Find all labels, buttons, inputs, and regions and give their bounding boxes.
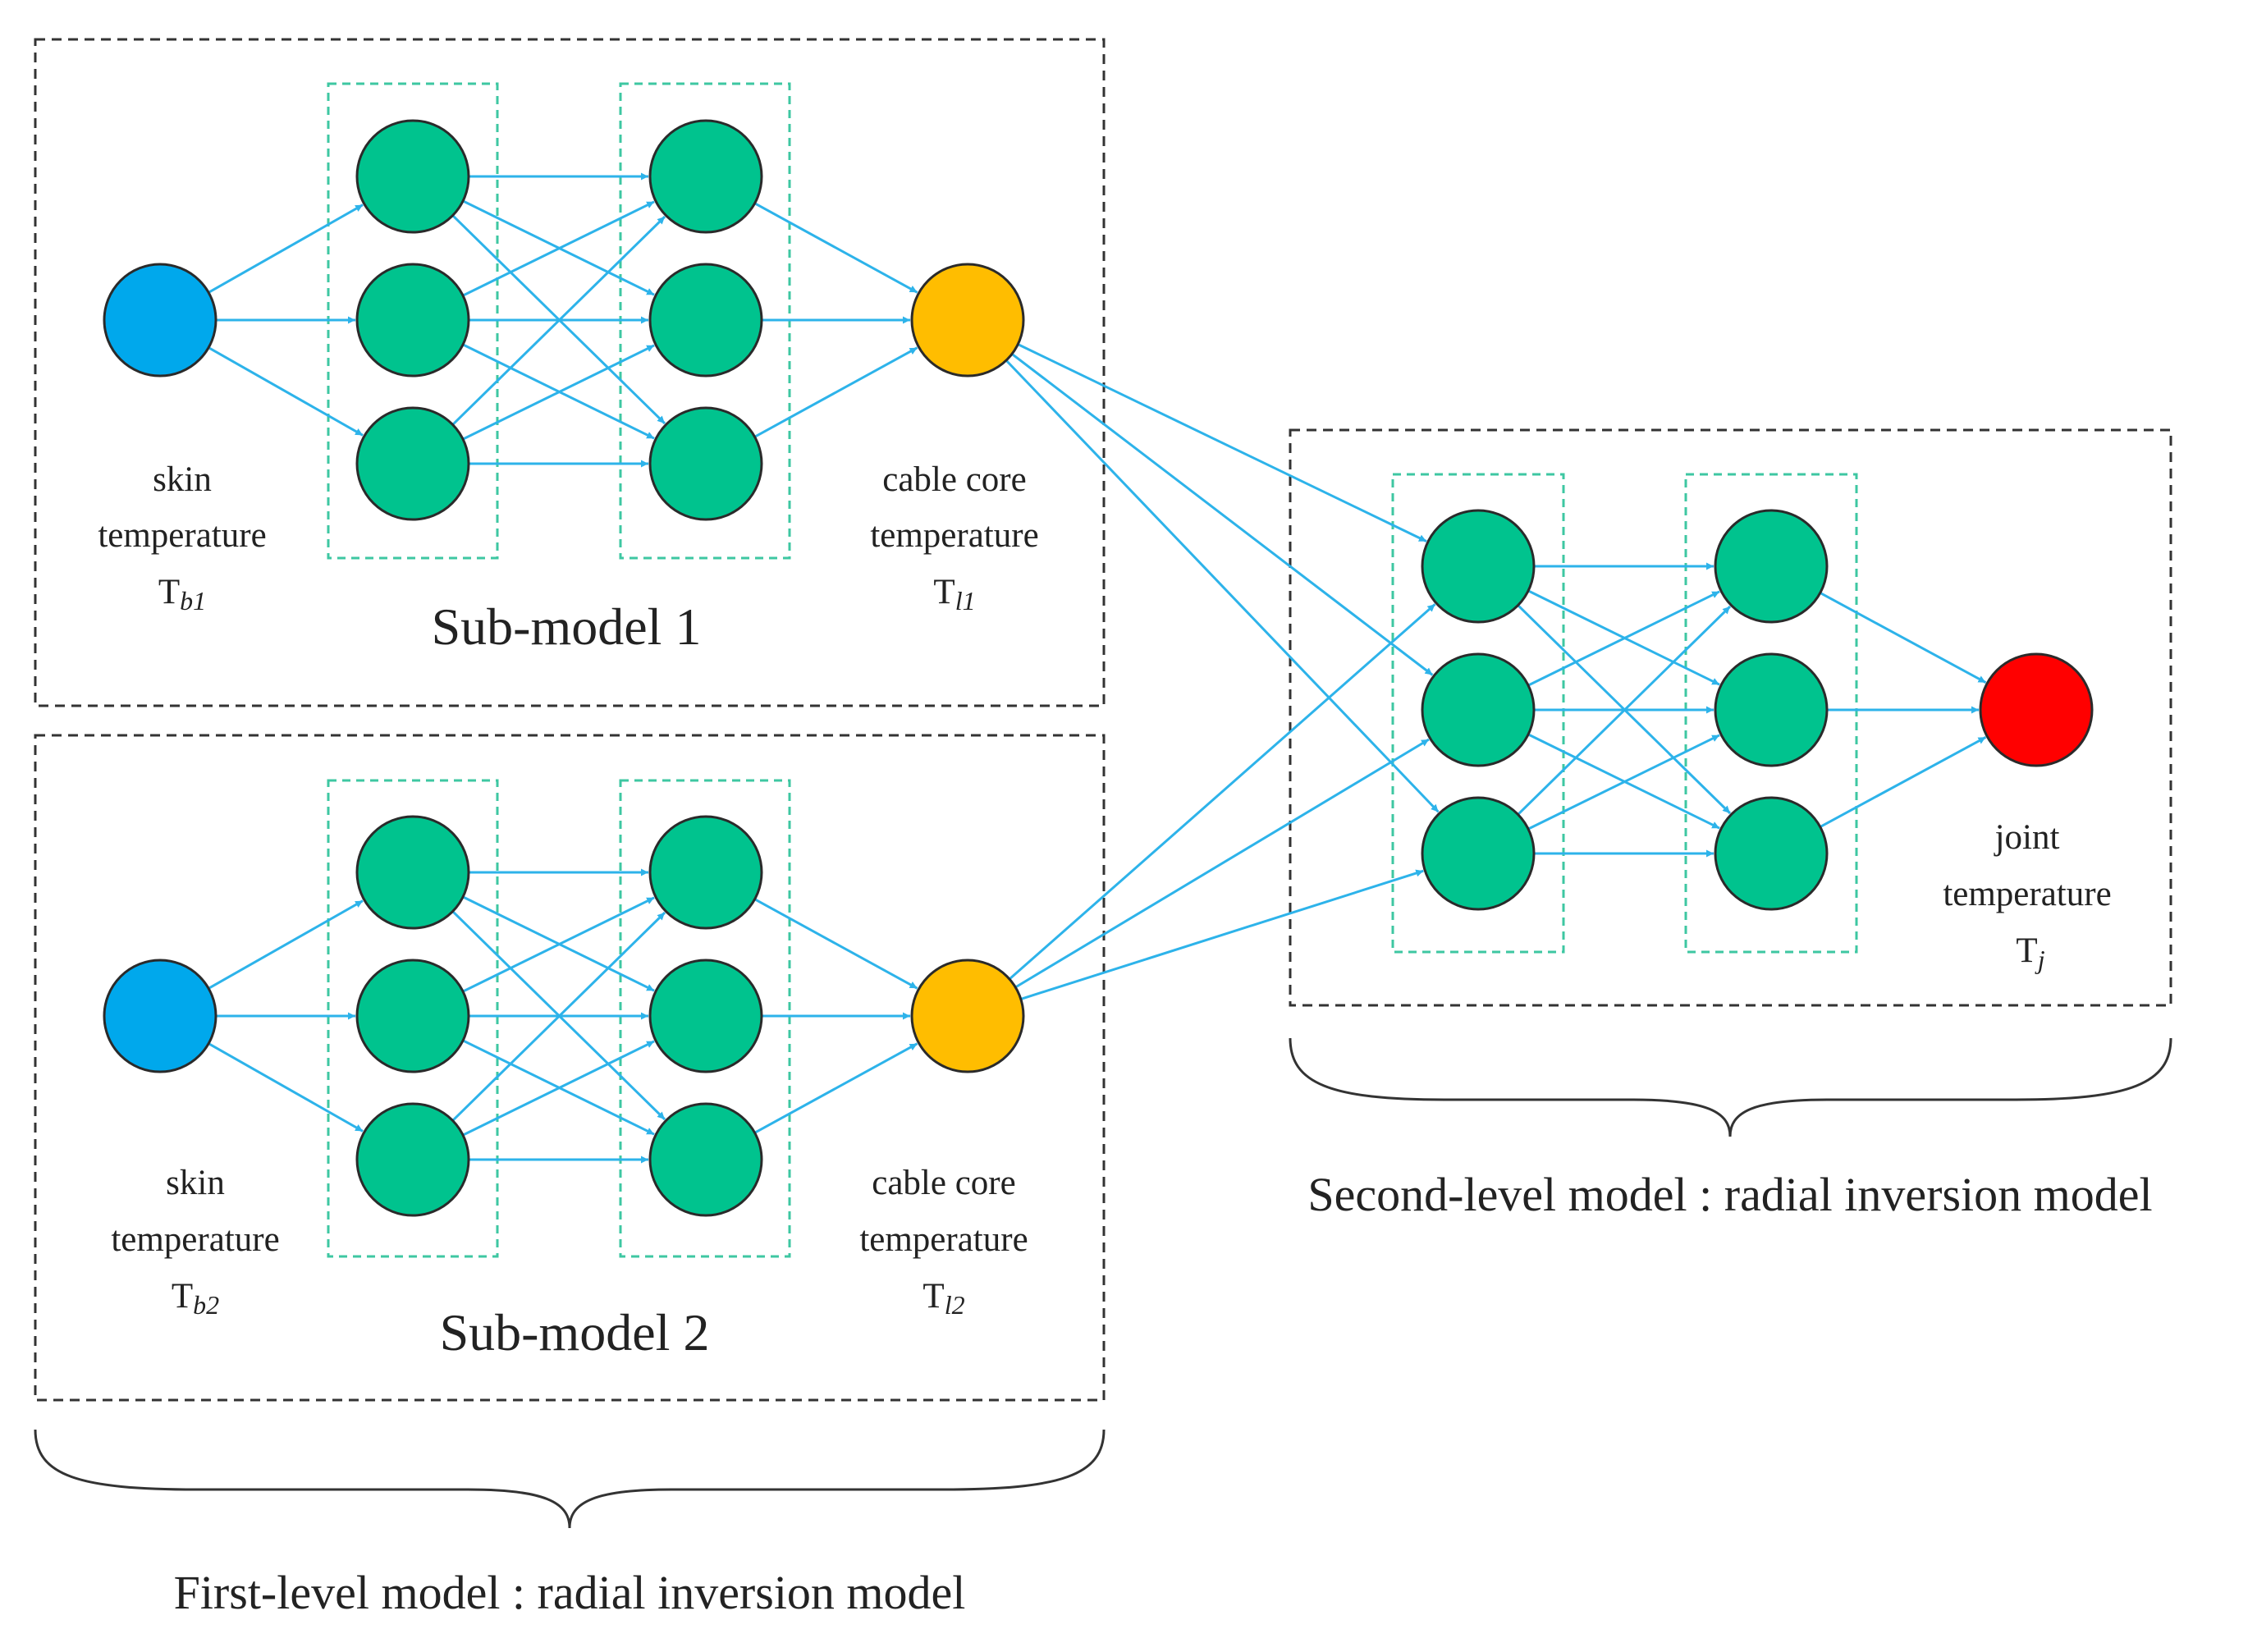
second-level-hidden-layer-1-box	[1391, 473, 1565, 954]
sm2-edge-h1-h2-2-0	[451, 911, 666, 1122]
sm2-hidden1-node-0	[355, 815, 470, 930]
sm1-edge-h1-h2-1-0	[462, 200, 655, 297]
joint-label-line2: temperature	[1943, 875, 2111, 913]
sm2-edge-in-h1-0-2	[208, 1042, 364, 1133]
sl-hidden1-node-2	[1421, 796, 1536, 911]
sm2-edge-h1-h2-2-1	[462, 1040, 655, 1137]
sm2-hidden2-node-0	[648, 815, 763, 930]
first-level-caption: First-level model : radial inversion mod…	[174, 1566, 966, 1619]
first-level-brace	[34, 1429, 1106, 1529]
sm2-edge-h2-out-2-0	[753, 1042, 918, 1134]
sub-model-2-hidden-layer-2-box	[619, 779, 791, 1258]
sub-model-2-box	[34, 734, 1106, 1402]
sl-hidden2-node-2	[1714, 796, 1829, 911]
sm1-input-symbol: Tb1	[158, 573, 206, 615]
nodes	[103, 119, 2094, 1217]
sm1-output-label-line1: cable core	[882, 460, 1026, 499]
sm1-hidden2-node-0	[648, 119, 763, 234]
joint-label-line1: joint	[1994, 818, 2060, 857]
sub-model-1-box	[34, 38, 1106, 707]
sm1-edge-in-h1-0-2	[208, 346, 364, 437]
sm1-edge-h2-out-2-0	[753, 346, 918, 438]
sm2-edge-h2-out-0-0	[753, 898, 918, 990]
sm2-input-symbol: Tb2	[172, 1277, 219, 1320]
sl-edge-h1-h2-2-0	[1517, 605, 1732, 816]
second-level-brace	[1289, 1037, 2172, 1137]
sm2-output-node	[910, 959, 1025, 1073]
sm1-hidden1-node-2	[355, 406, 470, 521]
sm1-edge-h2-out-0-0	[753, 202, 918, 294]
sm1-hidden2-node-1	[648, 263, 763, 378]
sl-edge-h1-h2-2-1	[1527, 734, 1720, 831]
sm1-hidden2-node-2	[648, 406, 763, 521]
sm2-input-label-line1: skin	[166, 1164, 225, 1202]
edge-first-to-second-0-2	[1005, 359, 1440, 813]
sm2-edge-in-h1-0-0	[208, 899, 364, 990]
sl-hidden2-node-1	[1714, 652, 1829, 767]
sm2-hidden2-node-2	[648, 1102, 763, 1217]
connections	[208, 172, 1987, 1164]
sm1-output-node	[910, 263, 1025, 378]
sm2-input-label-line2: temperature	[111, 1220, 279, 1259]
edge-first-to-second-0-1	[1011, 353, 1434, 676]
second-level-caption: Second-level model : radial inversion mo…	[1307, 1168, 2152, 1221]
sm2-edge-h1-h2-1-0	[462, 896, 655, 993]
sm1-hidden1-node-1	[355, 263, 470, 378]
second-level-model-box	[1289, 428, 2172, 1007]
joint-symbol: Tj	[2016, 931, 2044, 974]
second-level-hidden-layer-2-box	[1684, 473, 1858, 954]
sm1-output-symbol: Tl1	[933, 573, 975, 615]
sm1-hidden1-node-0	[355, 119, 470, 234]
sm1-input-label-line2: temperature	[98, 516, 266, 555]
sm2-hidden1-node-1	[355, 959, 470, 1073]
edge-first-to-second-1-1	[1014, 738, 1430, 989]
edge-first-to-second-0-0	[1017, 343, 1427, 542]
sub-model-2-hidden-layer-1-box	[327, 779, 499, 1258]
sm1-edge-h1-h2-2-0	[451, 215, 666, 426]
sub-model-1-title: Sub-model 1	[432, 597, 702, 656]
sm2-hidden1-node-2	[355, 1102, 470, 1217]
sl-edge-h1-h2-1-0	[1527, 590, 1720, 687]
sm1-output-label-line2: temperature	[870, 516, 1038, 555]
sm1-input-label-line1: skin	[153, 460, 212, 499]
sm2-output-label-line1: cable core	[872, 1164, 1015, 1202]
joint-output-node	[1979, 652, 2094, 767]
sm2-output-symbol: Tl2	[922, 1277, 964, 1320]
sm1-edge-in-h1-0-0	[208, 204, 364, 294]
sm2-hidden2-node-1	[648, 959, 763, 1073]
sm2-output-label-line2: temperature	[859, 1220, 1028, 1259]
edge-first-to-second-1-2	[1020, 869, 1424, 1000]
sm1-edge-h1-h2-2-1	[462, 344, 655, 441]
sm2-input-node	[103, 959, 217, 1073]
sm1-input-node	[103, 263, 217, 378]
sl-hidden1-node-1	[1421, 652, 1536, 767]
edge-first-to-second-1-0	[1009, 603, 1436, 981]
sl-edge-h2-out-2-0	[1820, 735, 1987, 828]
sl-hidden1-node-0	[1421, 509, 1536, 624]
sl-hidden2-node-0	[1714, 509, 1829, 624]
sl-edge-h2-out-0-0	[1820, 592, 1987, 684]
sub-model-2-title: Sub-model 2	[440, 1303, 710, 1361]
